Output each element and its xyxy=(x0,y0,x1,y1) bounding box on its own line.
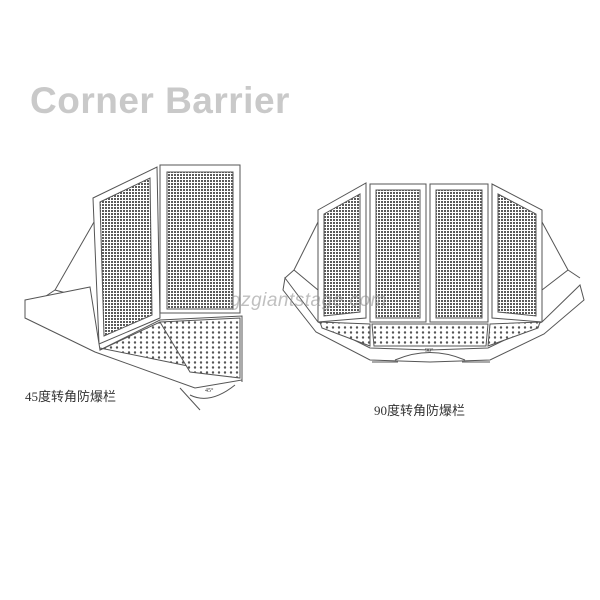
page-title: Corner Barrier xyxy=(30,80,290,121)
right-panel-mesh xyxy=(166,171,234,310)
angle-label-45: 45° xyxy=(205,387,214,394)
floor-90-center xyxy=(371,323,489,347)
caption-90-degree: 90度转角防爆栏 xyxy=(374,403,466,418)
angle-arc-45 xyxy=(189,384,236,399)
support-right xyxy=(541,221,569,291)
watermark: gzgiantstage.com xyxy=(230,290,387,311)
support-left xyxy=(293,221,319,291)
floor-90-right xyxy=(487,321,541,347)
barrier-45-drawing xyxy=(24,164,243,411)
left-panel-mesh xyxy=(99,177,153,337)
caption-45-degree: 45度转角防爆栏 xyxy=(25,389,117,404)
floor-plate-right xyxy=(159,317,241,379)
angle-label-90: 90° xyxy=(425,347,434,354)
base-frame-90 xyxy=(282,276,585,363)
angle-arc-90 xyxy=(394,352,466,361)
barrier-90-drawing xyxy=(282,182,585,363)
floor-90-left xyxy=(319,321,371,347)
